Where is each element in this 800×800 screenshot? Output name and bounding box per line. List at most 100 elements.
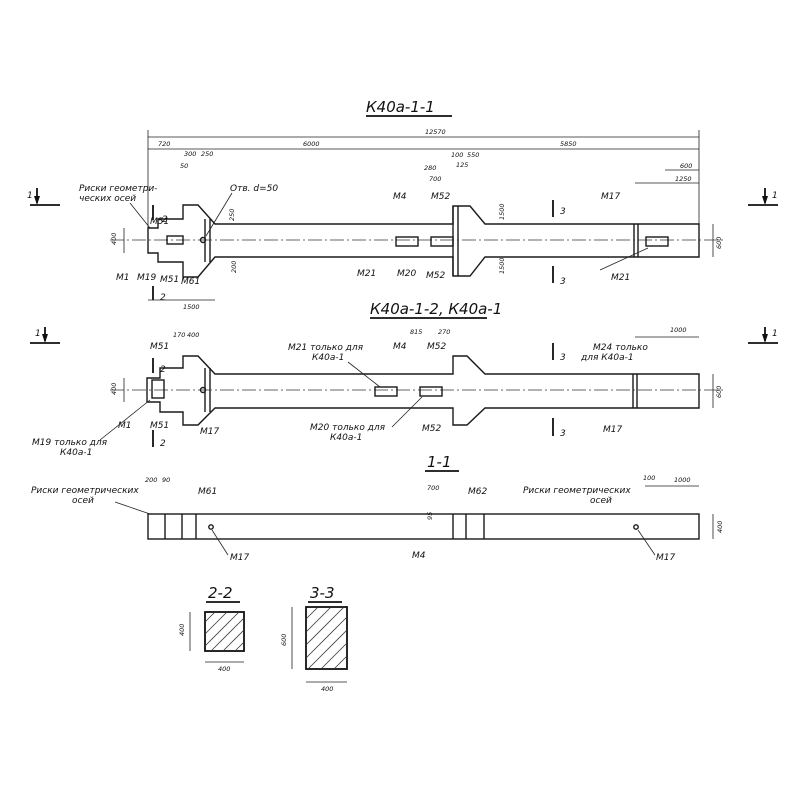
note-hole: Отв. d=50 (230, 184, 278, 194)
leader (599, 247, 649, 271)
mark-m20-v1: М20 (397, 269, 416, 279)
dim-200-v: 200 (230, 261, 238, 273)
dim-1250: 1250 (675, 175, 692, 183)
hole (208, 524, 214, 530)
dim-100-v3: 100 (643, 474, 655, 482)
view3-title: 1-1 (427, 453, 452, 471)
section-num-3: 3 (560, 429, 566, 439)
dim-400-right: 400 (716, 521, 724, 533)
dim-700-v3: 700 (427, 484, 439, 492)
dim-125: 125 (456, 161, 468, 169)
hole (199, 386, 207, 394)
mark-m61-v1: М61 (181, 277, 200, 287)
dim-1000-v3: 1000 (674, 476, 691, 484)
mark-m51-v2b: М51 (150, 421, 169, 431)
section-num-1: 1 (35, 329, 41, 339)
mark-m4-v3: М4 (412, 551, 426, 561)
note-risk-geom-v3: Риски геометрических (31, 486, 139, 496)
mark-m51-v2: М51 (150, 342, 169, 352)
section-marker-1-left: 1 (27, 188, 60, 206)
note-m24-b: для К40а-1 (580, 353, 634, 363)
dim-5850: 5850 (560, 140, 577, 148)
leader (129, 202, 151, 229)
dim-95-v3: 95 (426, 512, 434, 520)
section-marker-1-right: 1 (748, 188, 778, 206)
view-k40a-1-1: К40а-1-1 12570 720 6000 5850 300 250 50 … (27, 98, 778, 311)
section-2-2-hatch (204, 611, 245, 652)
mark-m17-v1: М17 (601, 192, 620, 202)
dim-600: 600 (680, 162, 692, 170)
section-3-3-title: 3-3 (310, 584, 335, 602)
mark-m17-v3: М17 (230, 553, 249, 563)
mark-m62-v3: М62 (468, 487, 487, 497)
section-num-2: 2 (160, 365, 166, 375)
view-k40a-1-2: К40а-1-2, К40а-1 400 600 1 1 2 2 (30, 300, 778, 458)
section-num-1: 1 (27, 191, 33, 201)
dim-300: 300 (184, 150, 196, 158)
dim-600-right: 600 (715, 237, 723, 249)
note-risk-geom-b: ческих осей (79, 194, 136, 204)
mark-m52-v1: М52 (431, 192, 450, 202)
mark-m52-v2b: М52 (422, 424, 441, 434)
leader (637, 529, 656, 556)
leader (205, 192, 233, 237)
dim-90: 90 (162, 476, 170, 484)
mark-m61-v3: М61 (198, 487, 217, 497)
section-num-2: 2 (160, 293, 166, 303)
mark-m1-v1: М1 (116, 273, 130, 283)
section-num-3: 3 (560, 277, 566, 287)
section-2-2-title: 2-2 (208, 584, 233, 602)
column-outline-v2 (146, 355, 700, 426)
dim-550: 550 (467, 151, 479, 159)
dim-250: 250 (201, 150, 213, 158)
plate (166, 235, 184, 245)
dim-815: 815 (410, 328, 422, 336)
section-2-2-height: 400 (178, 624, 186, 636)
section-3-3-height: 600 (280, 634, 288, 646)
view-1-1: 1-1 400 Риски геометрических осей 200 90… (31, 453, 724, 563)
note-osei-v3: осей (72, 496, 94, 506)
dim-1500-v: 1500 (498, 203, 506, 220)
mark-m51-v1b: М51 (160, 275, 179, 285)
dim-250-v: 250 (228, 209, 236, 221)
leader (347, 361, 381, 388)
column-side-v3 (147, 513, 700, 540)
leader (211, 529, 229, 556)
section-num-1: 1 (772, 191, 778, 201)
note-m20-b: К40а-1 (330, 433, 362, 443)
dim-270: 270 (438, 328, 450, 336)
dim-720: 720 (158, 140, 170, 148)
note-risk-geom-a: Риски геометри- (79, 184, 158, 194)
mark-m21-v1b: М21 (611, 273, 630, 283)
mark-m4-v1: М4 (393, 192, 407, 202)
dim-700: 700 (429, 175, 441, 183)
leader (391, 396, 423, 428)
section-3-3-body (305, 606, 348, 670)
section-2-2-body (204, 611, 245, 652)
mark-m1-v2: М1 (118, 421, 132, 431)
dim-170: 170 (173, 331, 185, 339)
section-num-1: 1 (772, 329, 778, 339)
plate-m21 (374, 386, 398, 397)
section-3-3: 3-3 600 400 (280, 584, 348, 693)
note-m19-a: М19 только для (32, 438, 108, 448)
section-2-2: 2-2 400 400 (178, 584, 245, 673)
note-m21-a: М21 только для (288, 343, 364, 353)
dim-6000: 6000 (303, 140, 320, 148)
mark-m52-v1b: М52 (426, 271, 445, 281)
plate-m20 (419, 386, 443, 397)
view2-title: К40а-1-2, К40а-1 (370, 300, 502, 318)
note-m24-a: М24 только (593, 343, 648, 353)
leader (114, 501, 151, 515)
mark-m17-v2: М17 (200, 427, 219, 437)
dim-100: 100 (451, 151, 463, 159)
mark-m51-v1: М51 (150, 217, 169, 227)
mark-m52-v2: М52 (427, 342, 446, 352)
dim-1500-v2: 1500 (498, 257, 506, 274)
section-3-3-hatch (305, 606, 348, 670)
dim-50: 50 (180, 162, 188, 170)
plate-m20 (430, 236, 454, 247)
plate-m21 (645, 236, 669, 247)
mark-m21-v1: М21 (357, 269, 376, 279)
hole (633, 524, 639, 530)
